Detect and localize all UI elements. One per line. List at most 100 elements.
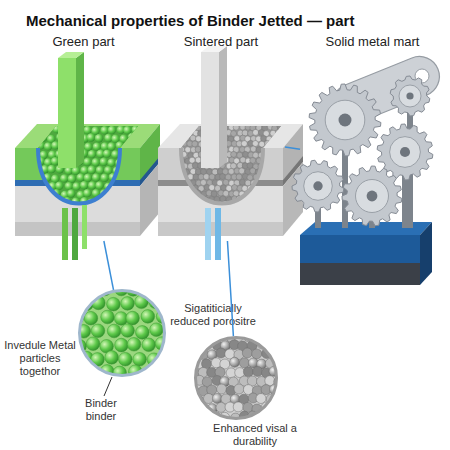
metal-particle	[156, 365, 170, 379]
sintered-grain	[272, 201, 278, 207]
binder-stream	[62, 208, 68, 260]
sintered-grain	[176, 174, 182, 180]
sintered-grain	[192, 141, 198, 147]
gear	[342, 166, 402, 226]
powder-particle	[124, 173, 132, 181]
sintered-grain	[228, 168, 234, 174]
column-heading: Solid metal mart	[300, 34, 445, 49]
powder-particle	[92, 173, 100, 181]
sintered-grain	[277, 146, 283, 152]
sintered-grain	[196, 136, 202, 142]
powder-particle	[107, 158, 115, 166]
sintered-grain	[194, 341, 204, 351]
magnifier-outline	[196, 338, 277, 419]
sintered-grain	[277, 202, 283, 208]
metal-particle	[127, 338, 141, 352]
sintered-grain	[184, 190, 190, 196]
sintered-particles	[176, 118, 288, 219]
magnifier-fill	[196, 338, 277, 419]
sintered-grain	[275, 196, 281, 202]
powder-particle	[65, 182, 73, 190]
magnifier-circle	[78, 289, 166, 377]
powder-particle	[55, 182, 63, 190]
sintered-grain	[233, 213, 239, 219]
block-stripe	[158, 180, 283, 186]
sintered-grain	[276, 119, 282, 125]
metal-particle	[142, 338, 156, 352]
powder-particle	[43, 207, 51, 215]
sintered-grain	[250, 168, 256, 174]
metal-particle	[133, 353, 147, 367]
sintered-grain	[178, 190, 184, 196]
sintered-grain	[189, 349, 199, 359]
gear-wheel	[292, 160, 344, 212]
powder-particle	[120, 198, 128, 206]
metal-particle	[72, 283, 86, 297]
powder-particle	[77, 173, 85, 181]
binder-stream	[72, 208, 78, 260]
sintered-grain	[184, 124, 190, 130]
sintered-grain	[281, 119, 287, 125]
sintered-particle-magnifier: Sigatiticially reduced porositreEnhanced…	[194, 336, 278, 420]
powder-particle	[67, 189, 75, 197]
gear-hub	[390, 137, 421, 168]
sintered-grain	[181, 119, 187, 125]
sintered-grain	[230, 357, 240, 367]
sintered-grain	[240, 157, 246, 163]
gear-hub	[325, 100, 365, 140]
sintered-grain	[179, 202, 185, 208]
gear-bore	[400, 147, 410, 157]
sintered-grain	[275, 339, 285, 349]
sintered-grain	[279, 402, 289, 412]
sintered-grain	[259, 185, 265, 191]
sintered-grain	[280, 152, 286, 158]
powder-particle	[35, 206, 43, 214]
sintered-grain	[269, 120, 275, 126]
metal-particle	[121, 324, 135, 338]
powder-particle	[84, 126, 92, 134]
machine-base	[300, 222, 432, 285]
leader-connector	[104, 241, 114, 290]
sintered-grain	[176, 185, 182, 191]
sintered-grain	[266, 212, 272, 218]
powder-particle	[108, 126, 116, 134]
powder-particle	[116, 206, 124, 214]
sintered-grain	[269, 331, 279, 341]
sintered-grain	[258, 196, 264, 202]
sintered-grain	[179, 180, 185, 186]
cavity-fill	[38, 126, 138, 204]
sintered-grain	[181, 196, 187, 202]
sintered-grain	[185, 212, 191, 218]
sintered-grain	[239, 202, 245, 208]
sintered-grain	[243, 207, 249, 213]
magnifier-circle	[194, 336, 278, 420]
powder-particles	[31, 117, 145, 223]
sintered-grain	[230, 163, 236, 169]
powder-particle	[33, 198, 41, 206]
green-particle-magnifier: Invedule Metal particles togethorBinder …	[78, 289, 166, 377]
powder-particle	[101, 126, 109, 134]
sintered-grain	[225, 207, 231, 213]
powder-particle	[112, 118, 120, 126]
powder-particle	[87, 133, 95, 141]
powder-particle	[83, 189, 91, 197]
sintered-grain	[231, 151, 237, 157]
sintered-grain	[176, 119, 182, 125]
sintered-grain	[189, 421, 199, 431]
sintered-grain	[211, 191, 217, 197]
powder-particle	[87, 214, 95, 222]
powder-particle	[137, 213, 145, 221]
callout-text: Enhanced visal a durability	[210, 422, 300, 448]
leader-connector	[285, 147, 300, 149]
sintered-grain	[252, 331, 262, 341]
powder-particle	[104, 199, 112, 207]
sintered-grain	[252, 141, 258, 147]
powder-particle	[136, 118, 144, 126]
sintered-grain	[278, 135, 284, 141]
sintered-grain	[271, 403, 281, 413]
powder-particle	[133, 173, 141, 181]
sintered-grain	[255, 201, 261, 207]
base-side-face	[420, 222, 432, 285]
magnifier-outline	[80, 291, 165, 376]
sintered-grain	[242, 119, 248, 125]
